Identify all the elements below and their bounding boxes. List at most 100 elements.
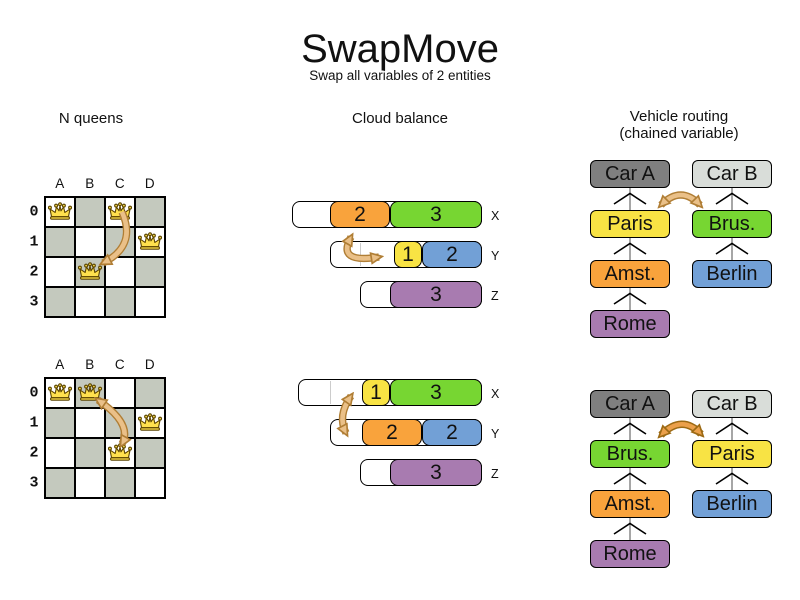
chevron-up-icon	[613, 422, 647, 435]
board-cell	[135, 257, 165, 287]
board-col-label: D	[144, 176, 156, 191]
vehicle-box: Amst.	[590, 260, 670, 288]
section-subtitle-vehicle: (chained variable)	[619, 125, 739, 142]
board-cell	[75, 257, 105, 287]
board-cell	[75, 287, 105, 317]
cloud-process-block: 3	[390, 201, 482, 228]
cloud-process-block: 3	[390, 459, 482, 486]
board-cell	[105, 287, 135, 317]
board-cell	[105, 378, 135, 408]
board-col-label: B	[85, 176, 95, 191]
swap-arrow	[661, 192, 700, 205]
cloud-process-block: 1	[394, 241, 422, 268]
board-col-label: D	[144, 357, 156, 372]
board-cell	[135, 438, 165, 468]
cloud-row-label: X	[491, 386, 500, 401]
board-col-label: C	[114, 357, 126, 372]
board-cell	[135, 197, 165, 227]
section-title-cloud: Cloud balance	[352, 110, 448, 127]
board-row-label: 2	[29, 263, 39, 281]
board-row-label: 2	[29, 444, 39, 462]
board-cell	[105, 227, 135, 257]
board-cell	[45, 438, 75, 468]
section-title-nqueens: N queens	[58, 110, 124, 127]
cloud-capacity-line	[360, 243, 361, 266]
vehicle-box: Paris	[692, 440, 772, 468]
chevron-up-icon	[613, 522, 647, 535]
board-cell	[45, 287, 75, 317]
page-title: SwapMove	[301, 27, 499, 71]
board-row-label: 3	[29, 293, 39, 311]
board-cell	[105, 438, 135, 468]
vehicle-box: Berlin	[692, 490, 772, 518]
chevron-up-icon	[715, 422, 749, 435]
cloud-row-label: X	[491, 208, 500, 223]
vehicle-box: Brus.	[590, 440, 670, 468]
chevron-up-icon	[715, 242, 749, 255]
board-cell	[75, 227, 105, 257]
cloud-process-block: 3	[390, 281, 482, 308]
vehicle-box: Amst.	[590, 490, 670, 518]
vehicle-box: Paris	[590, 210, 670, 238]
cloud-process-block: 3	[390, 379, 482, 406]
cloud-process-block: 2	[422, 241, 482, 268]
board-col-label: B	[85, 357, 95, 372]
board-cell	[75, 438, 105, 468]
board-row-label: 0	[29, 203, 39, 221]
chevron-up-icon	[715, 472, 749, 485]
swap-arrow-outline	[658, 420, 704, 438]
vehicle-box: Brus.	[692, 210, 772, 238]
cloud-row-label: Y	[491, 426, 500, 441]
chain-arrows	[613, 188, 749, 540]
cloud-row-label: Z	[491, 288, 499, 303]
swap-arrow-outline	[658, 191, 703, 208]
board-col-label: A	[55, 357, 65, 372]
board-cell	[135, 408, 165, 438]
board-cell	[45, 468, 75, 498]
swap-arrow	[661, 421, 701, 435]
board-col-label: C	[114, 176, 126, 191]
vehicle-box: Berlin	[692, 260, 772, 288]
cloud-process-block: 2	[422, 419, 482, 446]
cloud-row-label: Z	[491, 466, 499, 481]
vehicle-box: Car A	[590, 160, 670, 188]
board-cell	[45, 197, 75, 227]
board-cell	[105, 197, 135, 227]
board-cell	[105, 257, 135, 287]
board-col-label: A	[55, 176, 65, 191]
board-cell	[45, 408, 75, 438]
board-cell	[75, 408, 105, 438]
board-row-label: 3	[29, 474, 39, 492]
board-cell	[75, 468, 105, 498]
board-cell	[135, 227, 165, 257]
vehicle-box: Car A	[590, 390, 670, 418]
chevron-up-icon	[613, 242, 647, 255]
board-cell	[75, 378, 105, 408]
chevron-up-icon	[613, 472, 647, 485]
vehicle-box: Car B	[692, 390, 772, 418]
vehicle-box: Car B	[692, 160, 772, 188]
section-title-vehicle: Vehicle routing	[629, 108, 729, 125]
page-subtitle: Swap all variables of 2 entities	[309, 68, 491, 83]
chevron-up-icon	[613, 292, 647, 305]
board-cell	[45, 227, 75, 257]
vehicle-box: Rome	[590, 310, 670, 338]
vehicle-box: Rome	[590, 540, 670, 568]
cloud-process-block: 1	[362, 379, 390, 406]
board-cell	[45, 257, 75, 287]
board-row-label: 1	[29, 414, 39, 432]
chevron-up-icon	[613, 192, 647, 205]
board-cell	[105, 468, 135, 498]
board-cell	[105, 408, 135, 438]
cloud-process-block: 2	[362, 419, 422, 446]
board-cell	[45, 378, 75, 408]
board-cell	[135, 378, 165, 408]
board-cell	[135, 468, 165, 498]
cloud-process-block: 2	[330, 201, 390, 228]
cloud-capacity-line	[330, 381, 331, 404]
board-cell	[75, 197, 105, 227]
board-row-label: 0	[29, 384, 39, 402]
cloud-row-label: Y	[491, 248, 500, 263]
board-cell	[135, 287, 165, 317]
